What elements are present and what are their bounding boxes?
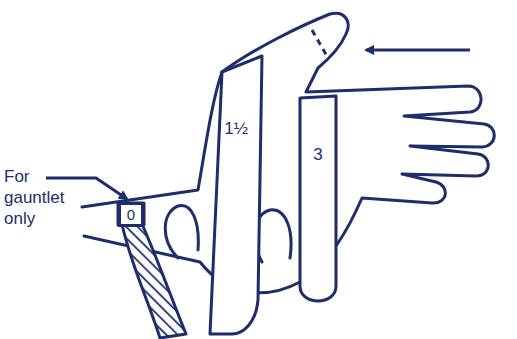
band-number: 1½: [224, 120, 248, 137]
gauntlet-band: [122, 224, 186, 338]
band-label: 1½: [221, 118, 251, 139]
measure-line: [312, 30, 328, 58]
band-outline: [300, 96, 336, 301]
band-label: 3: [310, 144, 325, 165]
pointer-arrow: [366, 49, 470, 52]
note-label: For gauntlet only: [4, 166, 74, 229]
palm-crease: [165, 205, 198, 258]
band-number: 0: [127, 207, 135, 222]
band-outline: [210, 56, 262, 334]
band-number: 3: [313, 146, 322, 163]
band-label: 0: [118, 202, 144, 227]
